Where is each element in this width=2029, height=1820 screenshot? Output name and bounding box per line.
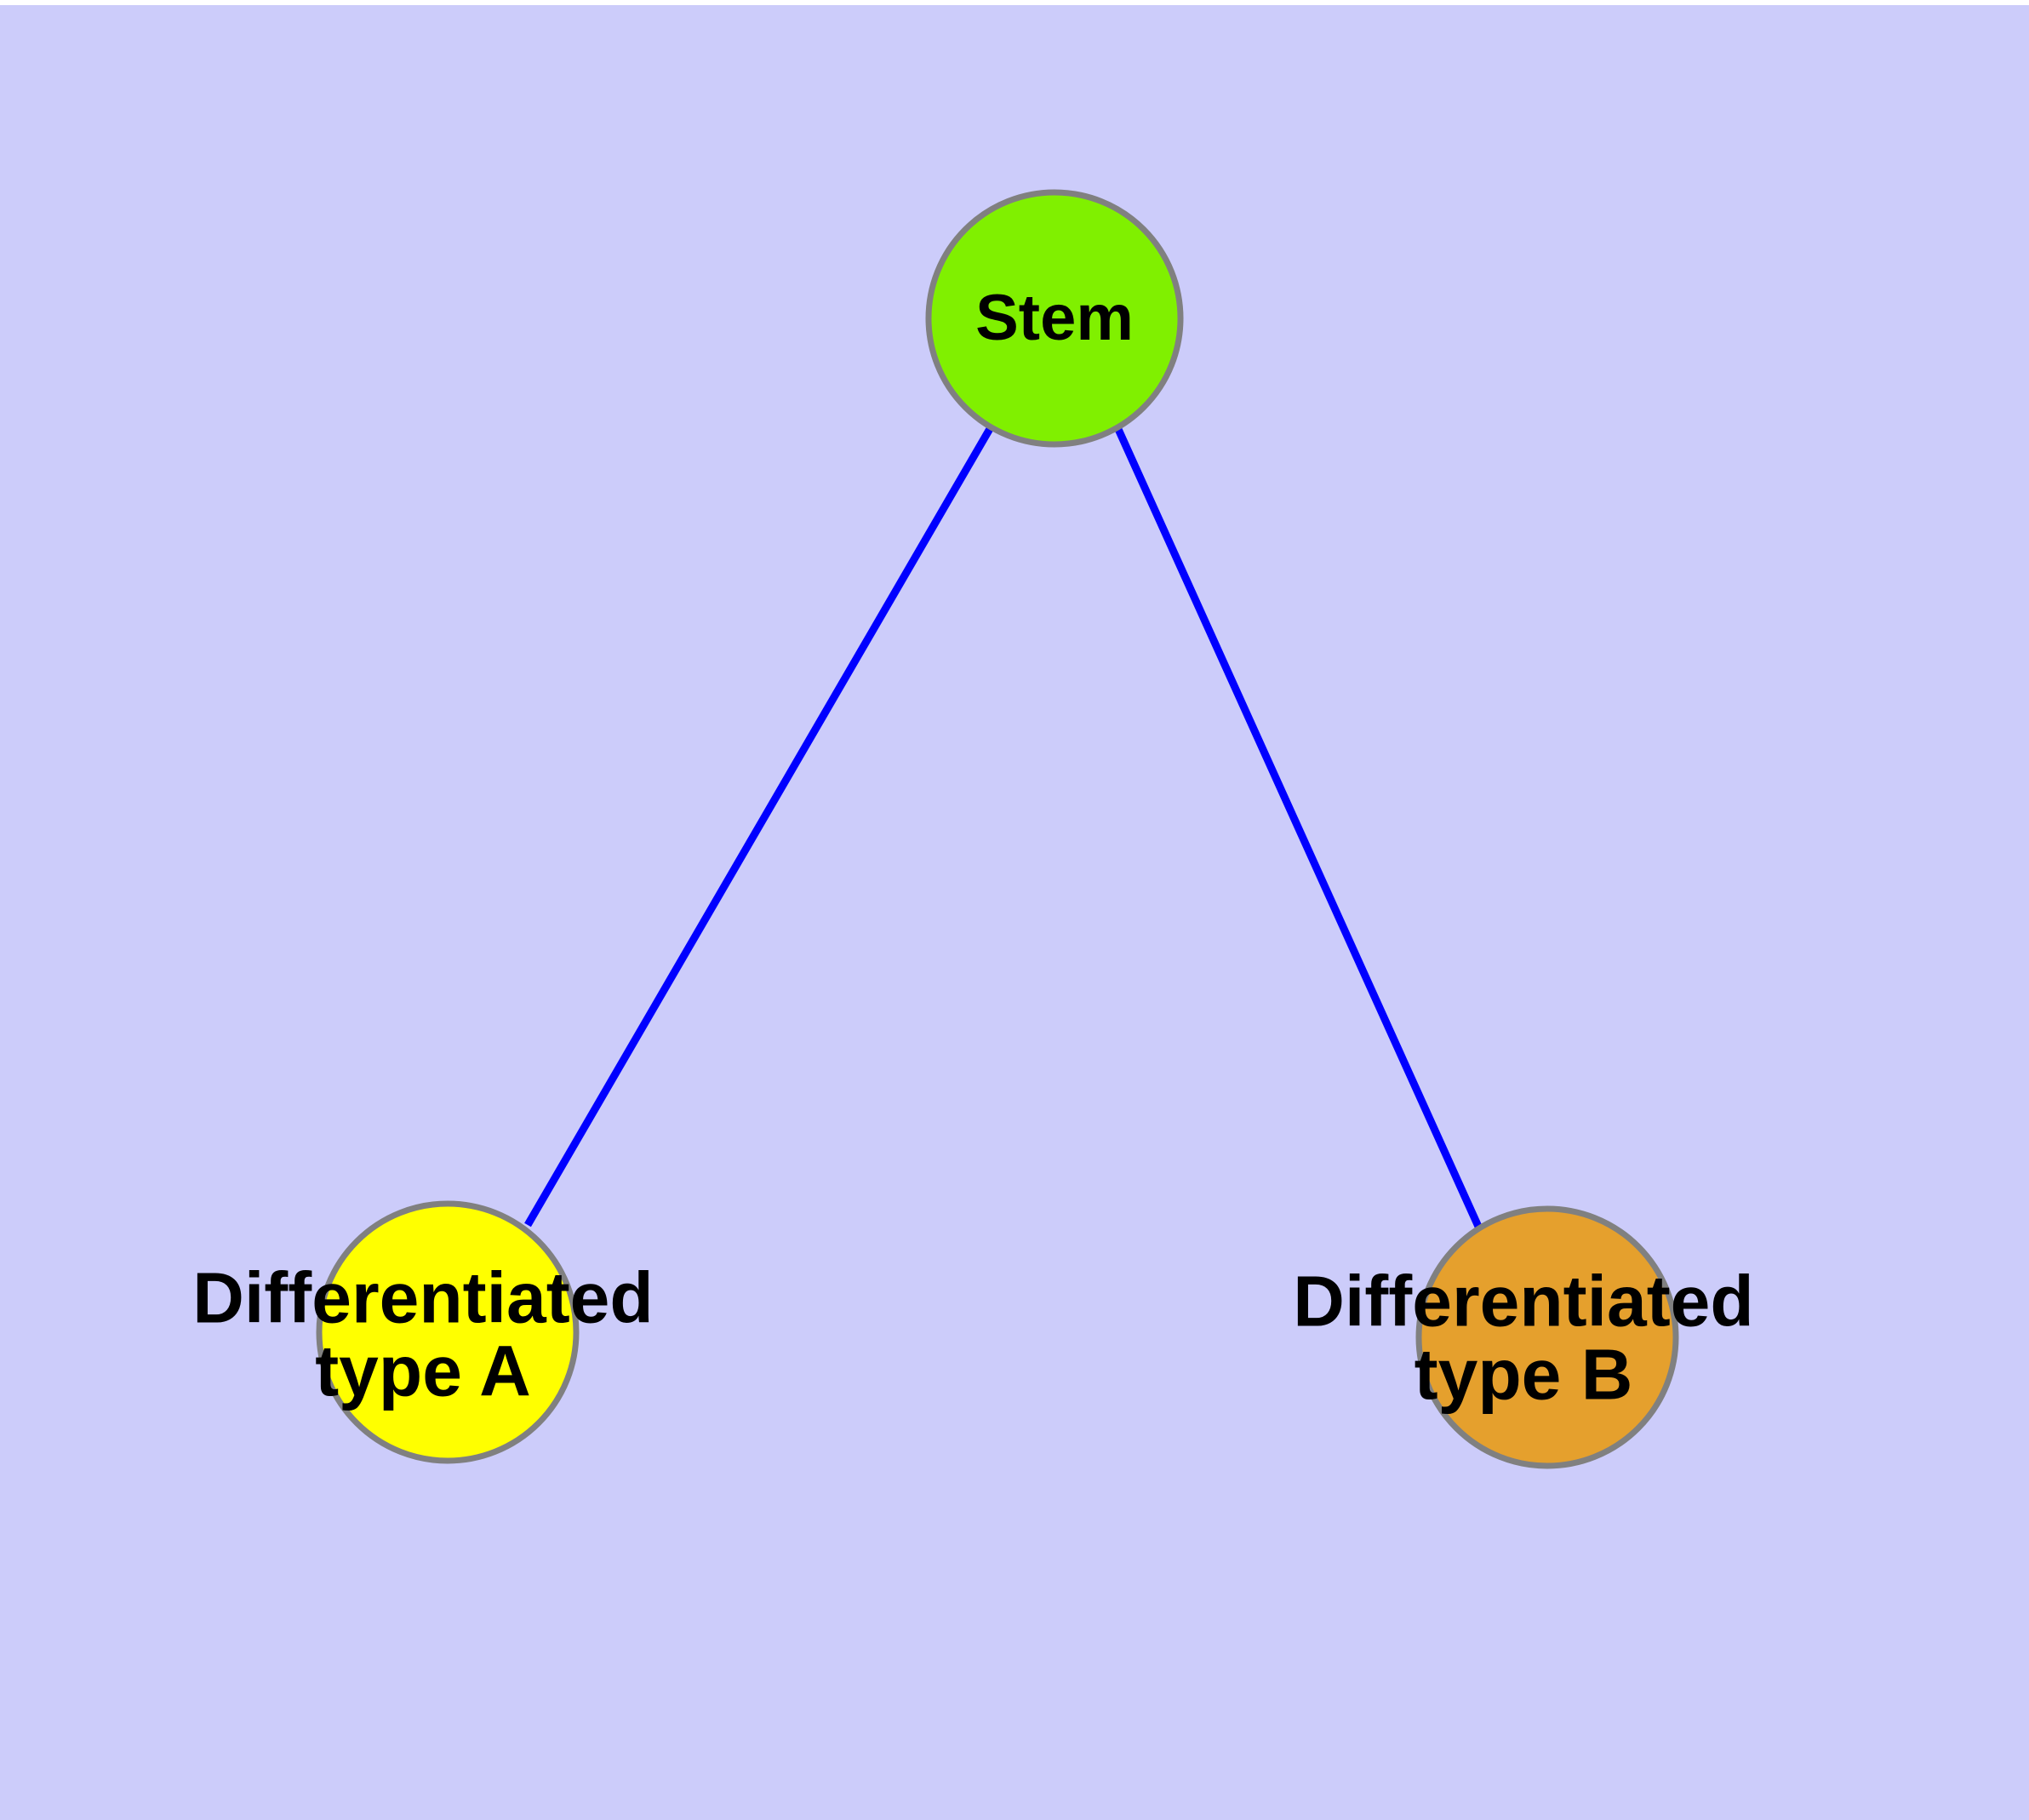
- nodes-group: [316, 189, 1679, 1469]
- edge-stem-to-b[interactable]: [1113, 426, 1483, 1230]
- node-circle-diff_b[interactable]: [1415, 1205, 1679, 1469]
- edges-group: [524, 425, 1483, 1230]
- edge-stem-to-a[interactable]: [524, 425, 994, 1228]
- node-circle-diff_a[interactable]: [316, 1200, 580, 1464]
- node-circle-stem[interactable]: [925, 189, 1184, 448]
